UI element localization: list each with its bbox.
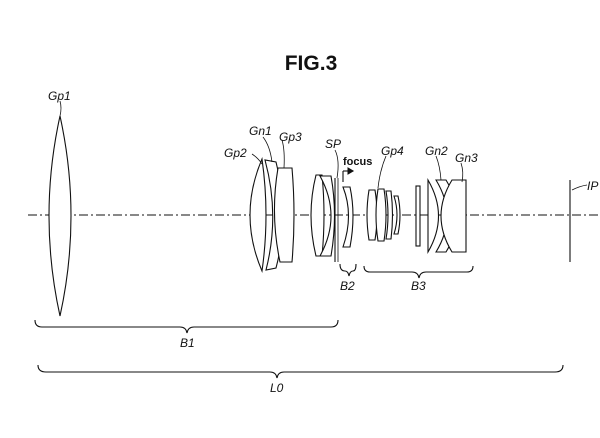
- bracket-b1: [34, 319, 339, 334]
- label-focus: focus: [343, 156, 372, 168]
- label-gp1: Gp1: [48, 89, 71, 103]
- lens-gp1: [48, 115, 72, 317]
- lens-group-gp4: [366, 188, 401, 242]
- plate-element: [415, 185, 421, 247]
- label-gp2: Gp2: [224, 146, 247, 160]
- label-l0: L0: [270, 381, 284, 395]
- label-sp: SP: [325, 137, 341, 151]
- label-gn3: Gn3: [455, 151, 478, 165]
- label-gp4: Gp4: [381, 144, 404, 158]
- lens-group-sp: [310, 174, 339, 262]
- label-gn2: Gn2: [425, 144, 448, 158]
- lens-sp-middle: [319, 175, 336, 257]
- lens-gn2-a: [427, 177, 439, 255]
- lens-gp3: [273, 167, 295, 263]
- bracket-b3: [363, 265, 474, 279]
- lens-group-gn2-gn3: [427, 177, 467, 255]
- bracket-l0: [37, 364, 564, 379]
- label-ip: IP: [587, 179, 598, 193]
- lens-b2-focus: [342, 186, 354, 248]
- lens-group-gp2-gn1-gp3: [249, 156, 295, 274]
- lens-gp2: [249, 156, 267, 274]
- lens-sp-front: [310, 174, 325, 257]
- figure-title: FIG.3: [285, 52, 338, 75]
- label-gn1: Gn1: [249, 124, 272, 138]
- lens-b2: [342, 186, 354, 248]
- label-b1: B1: [180, 336, 195, 350]
- lens-gn3: [440, 179, 467, 253]
- label-b2: B2: [340, 279, 355, 293]
- label-gp3: Gp3: [279, 130, 302, 144]
- leader-lines: [59, 100, 588, 191]
- label-b3: B3: [411, 279, 426, 293]
- bracket-b2: [339, 263, 357, 277]
